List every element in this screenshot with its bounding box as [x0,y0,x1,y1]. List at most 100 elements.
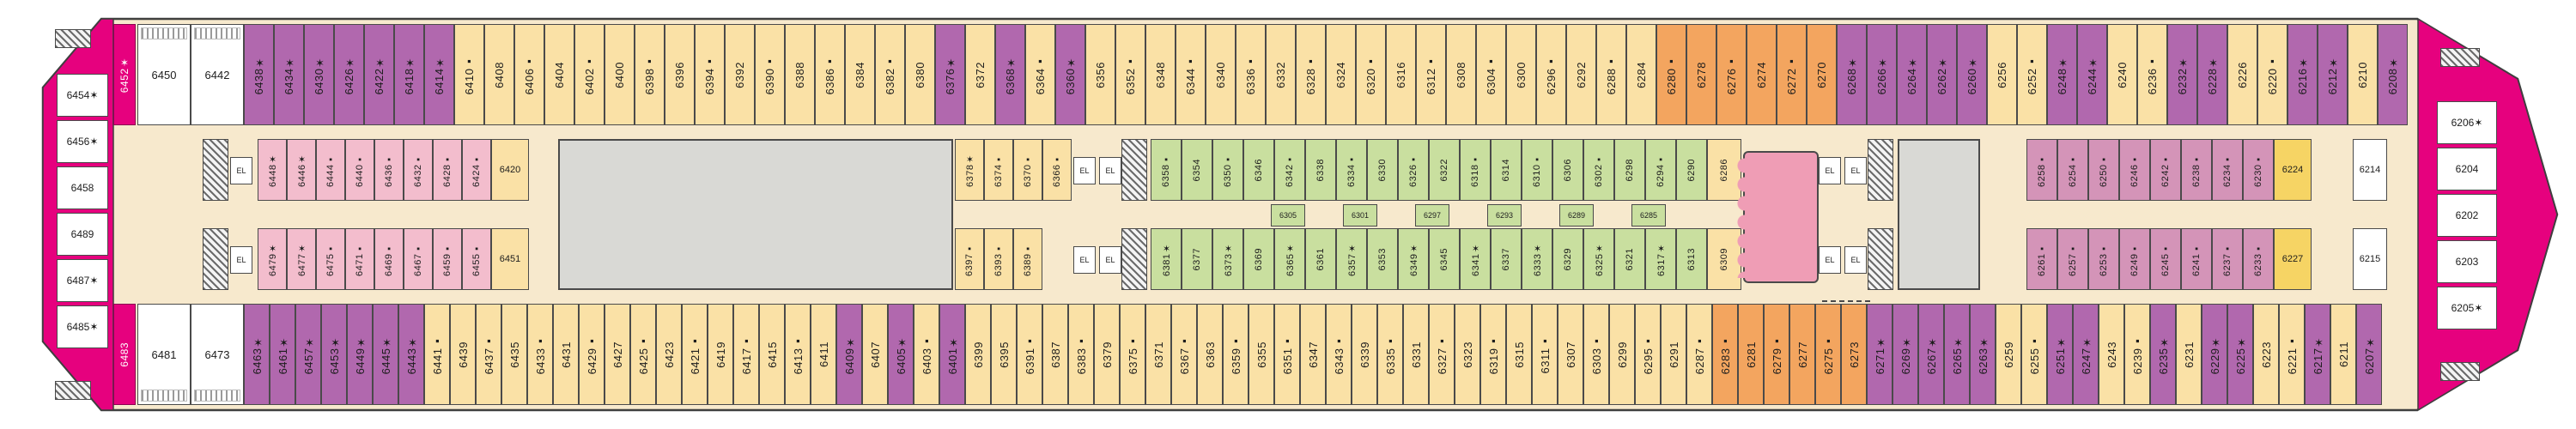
cabin-6275[interactable]: 6275▪ [1815,304,1841,405]
cabin-6402[interactable]: 6402▪ [574,24,605,125]
cabin-6422[interactable]: 6422✶ [364,24,394,125]
cabin-6264[interactable]: 6264✶ [1897,24,1927,125]
cabin-6341[interactable]: 6341✶ [1460,228,1491,290]
cabin-6243[interactable]: 6243 [2099,304,2124,405]
cabin-6426[interactable]: 6426✶ [334,24,364,125]
cabin-6387[interactable]: 6387 [1042,304,1068,405]
cabin-6409[interactable]: 6409✶ [836,304,862,405]
cabin-6455[interactable]: 6455▪ [462,228,491,290]
cabin-6220[interactable]: 6220▪ [2257,24,2287,125]
cabin-6261[interactable]: 6261▪ [2026,228,2057,290]
cabin-6372[interactable]: 6372 [965,24,995,125]
cabin-6235[interactable]: 6235✶ [2150,304,2176,405]
cabin-6329[interactable]: 6329 [1552,228,1583,290]
cabin-6340[interactable]: 6340 [1206,24,1236,125]
cabin-6225[interactable]: 6225✶ [2227,304,2253,405]
cabin-6205[interactable]: 6205✶ [2437,287,2497,329]
cabin-6479[interactable]: 6479✶ [258,228,287,290]
cabin-6283[interactable]: 6283▪ [1712,304,1738,405]
cabin-6376[interactable]: 6376✶ [935,24,965,125]
cabin-6463[interactable]: 6463✶ [244,304,270,405]
cabin-6481[interactable]: 6481 [137,304,191,405]
cabin-6394[interactable]: 6394▪ [695,24,725,125]
cabin-6273[interactable]: 6273 [1841,304,1867,405]
cabin-6221[interactable]: 6221▪ [2279,304,2305,405]
cabin-6369[interactable]: 6369 [1243,228,1274,290]
cabin-6320[interactable]: 6320▪ [1356,24,1386,125]
cabin-6443[interactable]: 6443✶ [398,304,424,405]
cabin-6367[interactable]: 6367▪ [1171,304,1197,405]
cabin-6336[interactable]: 6336▪ [1236,24,1266,125]
cabin-6441[interactable]: 6441▪ [424,304,450,405]
cabin-6365[interactable]: 6365✶ [1274,228,1305,290]
cabin-6241[interactable]: 6241▪ [2181,228,2212,290]
cabin-6354[interactable]: 6354 [1182,139,1212,201]
cabin-6210[interactable]: 6210 [2348,24,2378,125]
cabin-6230[interactable]: 6230▪ [2243,139,2274,201]
cabin-6368[interactable]: 6368✶ [995,24,1025,125]
cabin-6473[interactable]: 6473 [191,304,244,405]
cabin-6457[interactable]: 6457✶ [295,304,321,405]
cabin-6454[interactable]: 6454✶ [57,74,108,117]
cabin-6356[interactable]: 6356 [1085,24,1115,125]
cabin-6439[interactable]: 6439 [450,304,476,405]
cabin-6374[interactable]: 6374▪ [984,139,1013,201]
cabin-6398[interactable]: 6398▪ [635,24,665,125]
cabin-6471[interactable]: 6471▪ [345,228,374,290]
cabin-6267[interactable]: 6267✶ [1918,304,1944,405]
cabin-6251[interactable]: 6251✶ [2047,304,2073,405]
cabin-6427[interactable]: 6427 [605,304,630,405]
cabin-6268[interactable]: 6268✶ [1837,24,1867,125]
cabin-6250[interactable]: 6250▪ [2088,139,2119,201]
cabin-6467[interactable]: 6467▪ [404,228,433,290]
cabin-6333[interactable]: 6333✶ [1522,228,1552,290]
cabin-6351[interactable]: 6351▪ [1274,304,1300,405]
cabin-6399[interactable]: 6399 [965,304,991,405]
cabin-6202[interactable]: 6202 [2437,194,2497,237]
cabin-6456[interactable]: 6456✶ [57,120,108,163]
cabin-6321[interactable]: 6321 [1614,228,1645,290]
cabin-6459[interactable]: 6459▪ [433,228,462,290]
cabin-6342[interactable]: 6342▪ [1274,139,1305,201]
cabin-6349[interactable]: 6349✶ [1398,228,1429,290]
cabin-6271[interactable]: 6271✶ [1867,304,1893,405]
cabin-6378[interactable]: 6378✶ [955,139,984,201]
cabin-6297[interactable]: 6297 [1415,204,1449,227]
cabin-6405[interactable]: 6405✶ [888,304,914,405]
cabin-6338[interactable]: 6338 [1305,139,1336,201]
cabin-6421[interactable]: 6421▪ [682,304,708,405]
cabin-6257[interactable]: 6257▪ [2057,228,2088,290]
cabin-6438[interactable]: 6438✶ [244,24,274,125]
cabin-6359[interactable]: 6359▪ [1223,304,1249,405]
cabin-6330[interactable]: 6330 [1367,139,1398,201]
cabin-6301[interactable]: 6301 [1343,204,1377,227]
cabin-6357[interactable]: 6357✶ [1336,228,1367,290]
cabin-6313[interactable]: 6313 [1676,228,1707,290]
cabin-6286[interactable]: 6286 [1707,139,1741,201]
cabin-6417[interactable]: 6417▪ [733,304,759,405]
cabin-6303[interactable]: 6303▪ [1583,304,1609,405]
cabin-6485[interactable]: 6485✶ [57,305,108,348]
cabin-6277[interactable]: 6277 [1789,304,1815,405]
cabin-6401[interactable]: 6401✶ [939,304,965,405]
cabin-6375[interactable]: 6375▪ [1120,304,1145,405]
cabin-6215[interactable]: 6215 [2353,228,2387,290]
cabin-6383[interactable]: 6383▪ [1068,304,1094,405]
cabin-6411[interactable]: 6411 [811,304,836,405]
cabin-6284[interactable]: 6284 [1626,24,1656,125]
cabin-6393[interactable]: 6393▪ [984,228,1013,290]
cabin-6418[interactable]: 6418✶ [394,24,424,125]
cabin-6414[interactable]: 6414✶ [424,24,454,125]
cabin-6304[interactable]: 6304▪ [1476,24,1506,125]
cabin-6355[interactable]: 6355 [1249,304,1274,405]
cabin-6446[interactable]: 6446✶ [287,139,316,201]
cabin-6358[interactable]: 6358▪ [1151,139,1182,201]
cabin-6435[interactable]: 6435 [501,304,527,405]
cabin-6428[interactable]: 6428▪ [433,139,462,201]
cabin-6272[interactable]: 6272▪ [1777,24,1807,125]
cabin-6388[interactable]: 6388 [785,24,815,125]
cabin-6217[interactable]: 6217✶ [2305,304,2330,405]
cabin-6424[interactable]: 6424▪ [462,139,491,201]
cabin-6318[interactable]: 6318▪ [1460,139,1491,201]
cabin-6204[interactable]: 6204 [2437,148,2497,190]
